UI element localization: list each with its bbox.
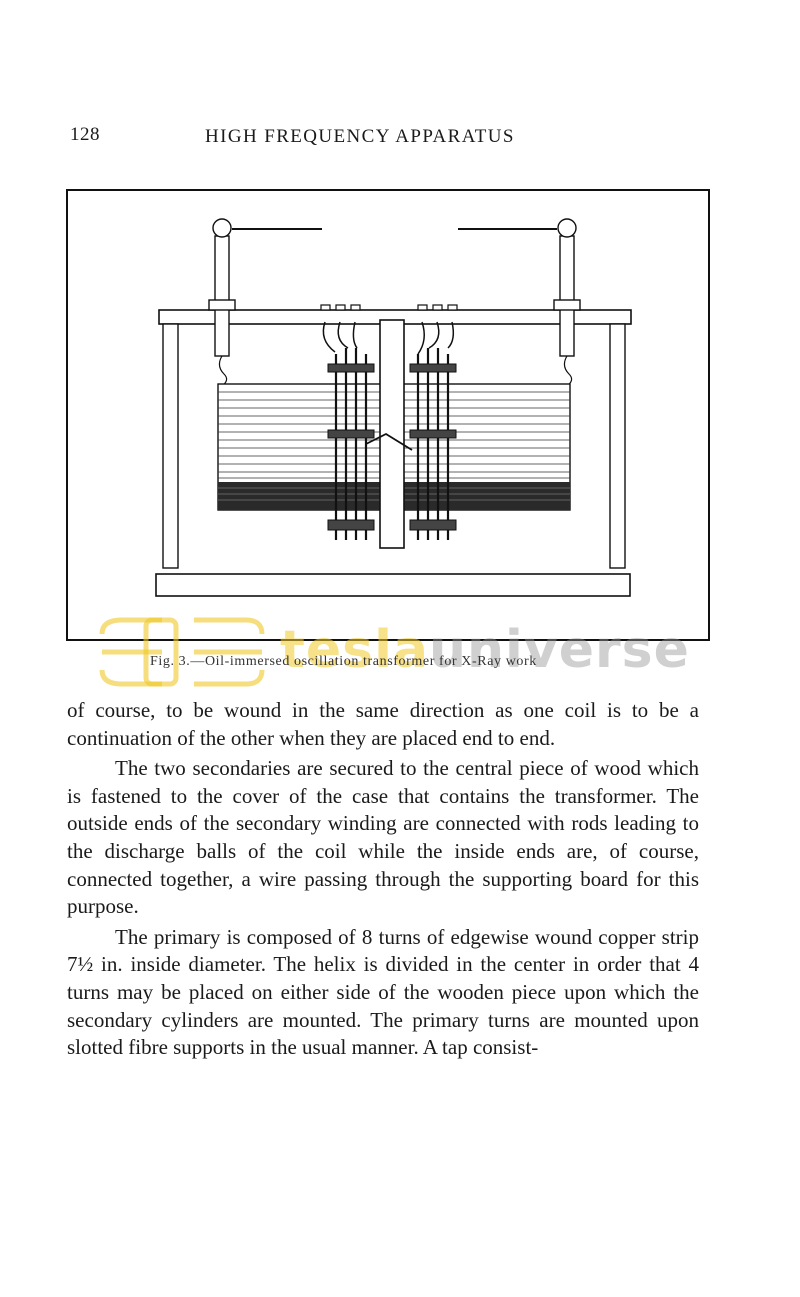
figure-transformer: [66, 188, 710, 642]
body-text: of course, to be wound in the same direc…: [67, 697, 699, 1065]
paragraph: The primary is composed of 8 turns of ed…: [67, 924, 699, 1060]
figure-caption: Fig. 3.—Oil-immersed oscillation transfo…: [150, 654, 537, 669]
paragraph: The two secondaries are secured to the c…: [67, 756, 699, 919]
page-number: 128: [70, 124, 100, 145]
paragraph: of course, to be wound in the same direc…: [67, 698, 699, 750]
running-head: HIGH FREQUENCY APPARATUS: [205, 126, 515, 147]
